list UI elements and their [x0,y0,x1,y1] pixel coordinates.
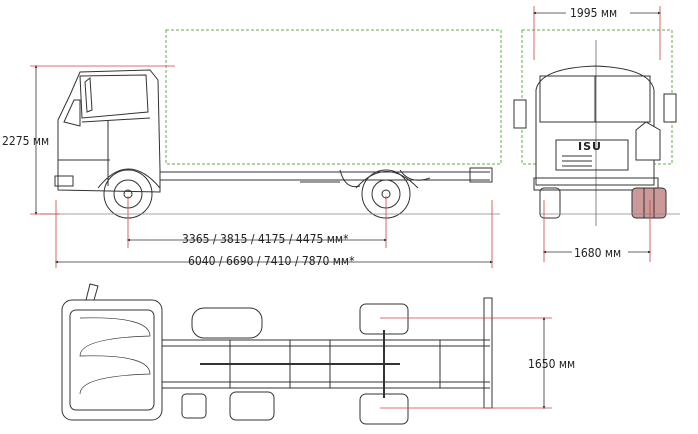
grille [555,139,629,171]
frame-width-label: 1650 мм [528,357,575,371]
fuel-tank [191,307,263,339]
side-dimensions [30,64,494,268]
top-view [61,283,493,425]
right-mirror [663,93,677,123]
overall-width-label: 1995 мм [570,6,617,20]
front-cab [535,65,655,186]
top-rear-wheel-lower [359,393,409,425]
top-left-mirror [85,283,99,301]
rear-track-label: 1680 мм [574,246,621,260]
top-rear-wheel-upper [359,303,409,335]
cargo-body-outline [165,29,502,165]
overall-length-label: 6040 / 6690 / 7410 / 7870 мм* [188,254,355,268]
cab-body [57,69,161,193]
cab-top [61,299,163,421]
top-front-wheel-lower [229,391,275,421]
front-right-tyre [631,187,667,219]
top-dimensions [380,316,552,410]
wheelbase-label: 3365 / 3815 / 4175 / 4475 мм* [182,232,349,246]
left-mirror [513,99,527,129]
front-view [513,29,680,226]
side-view [40,29,502,219]
grille-logo: ISU [578,140,602,153]
height-label: 2275 мм [2,134,49,148]
front-left-tyre [539,187,561,219]
